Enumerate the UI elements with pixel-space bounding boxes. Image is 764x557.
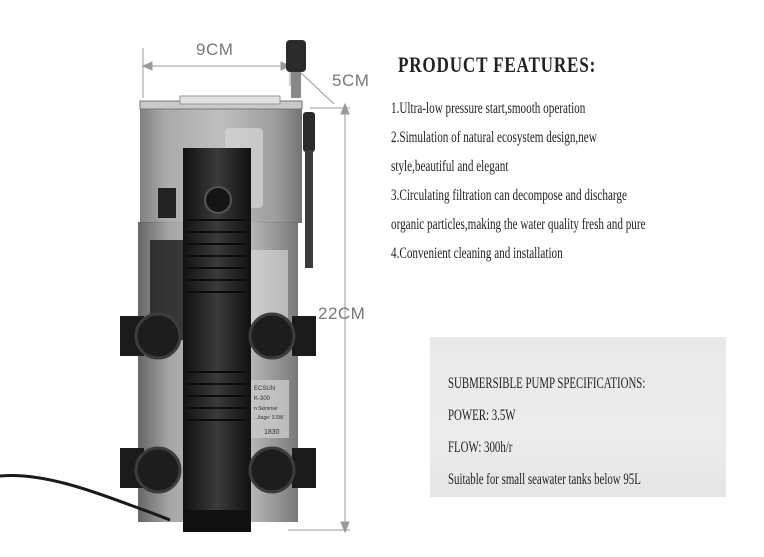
pump-spec-panel [430,337,726,497]
power-cable [0,473,171,522]
product-label: ECSUN K-300 n Skimmer ...ltage: 3.5W 183… [251,380,289,438]
air-tube [303,112,315,268]
skimmer-base [183,510,251,532]
pump-spec-lines: SUBMERSIBLE PUMP SPECIFICATIONS: POWER: … [448,368,728,496]
label-model: K-300 [254,396,271,402]
mounting-strap [183,148,251,528]
feature-line: style,beautiful and elegant [391,158,509,175]
dimension-width-label: 9CM [196,40,234,59]
features-list: 1.Ultra-low pressure start,smooth operat… [391,94,764,268]
label-power: ...ltage: 3.5W [254,415,284,421]
pump-spec-note: Suitable for small seawater tanks below … [448,471,641,488]
feature-line: 1.Ultra-low pressure start,smooth operat… [391,100,586,117]
dimension-lines [141,48,350,534]
dimension-height-label: 22CM [318,304,366,323]
feature-line: 2.Simulation of natural ecosystem design… [391,129,597,146]
adjust-knob [286,40,306,98]
label-code: 1830 [264,429,280,436]
feature-line: organic particles,making the water quali… [391,216,646,233]
pump-spec-title: SUBMERSIBLE PUMP SPECIFICATIONS: [448,375,646,392]
pump-spec-flow: FLOW: 300h/r [448,439,513,456]
feature-line: 3.Circulating filtration can decompose a… [391,187,627,204]
label-brand: ECSUN [254,386,275,392]
label-subtitle: n Skimmer [254,406,278,412]
dimension-depth-label: 5CM [332,71,370,90]
pump-spec-power: POWER: 3.5W [448,407,516,424]
suction-cups [120,312,316,494]
feature-line: 4.Convenient cleaning and installation [391,245,563,262]
features-title: PRODUCT FEATURES: [398,52,597,77]
